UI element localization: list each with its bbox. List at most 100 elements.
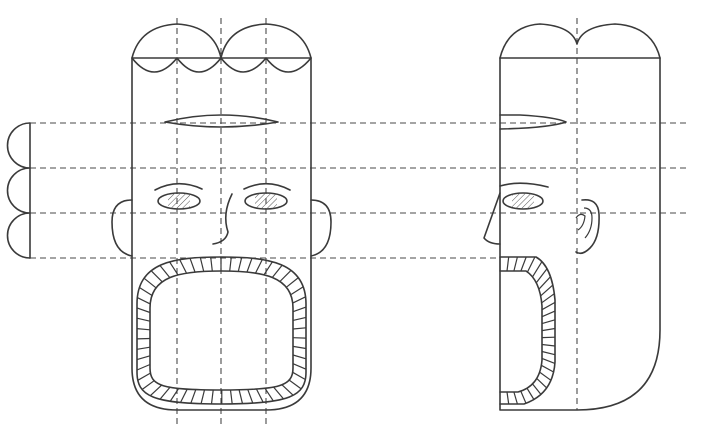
left-profile-bumps	[6, 122, 31, 259]
tooth-line	[526, 256, 536, 273]
tooth-line	[506, 391, 510, 405]
tooth-line	[539, 371, 552, 381]
tooth-line	[279, 269, 292, 282]
front-body-outline	[131, 57, 312, 411]
tooth-line	[292, 363, 307, 370]
tooth-line	[541, 364, 554, 373]
tooth-line	[513, 256, 518, 272]
tooth-line	[136, 307, 151, 314]
tooth-line	[271, 264, 283, 278]
tooth-line	[136, 328, 151, 331]
tooth-line	[540, 284, 554, 297]
tooth-line	[526, 387, 535, 400]
tooth-line	[292, 316, 307, 321]
tooth-line	[520, 256, 527, 272]
tooth-line	[254, 259, 263, 274]
side-top-cap	[499, 23, 661, 59]
tooth-line	[179, 259, 188, 274]
tooth-line	[210, 389, 214, 404]
front-brow	[164, 114, 279, 128]
front-mouth	[136, 256, 307, 405]
tooth-line	[159, 386, 171, 400]
mouth-outer	[136, 256, 307, 405]
tooth-line	[237, 257, 243, 272]
front-view	[111, 23, 332, 411]
right-eyebrow	[243, 182, 291, 191]
tooth-line	[506, 256, 510, 272]
tooth-line	[513, 391, 518, 405]
tooth-line	[210, 257, 213, 272]
tooth-line	[264, 388, 274, 402]
tooth-line	[229, 257, 232, 272]
tooth-line	[292, 371, 306, 381]
side-view	[483, 23, 661, 411]
side-eye	[502, 192, 544, 210]
side-mouth-outer	[499, 256, 556, 405]
tooth-line	[136, 317, 151, 322]
tooth-line	[531, 261, 543, 278]
tooth-line	[263, 261, 273, 276]
tooth-line	[541, 327, 556, 332]
tooth-line	[292, 306, 307, 313]
tooth-line	[137, 372, 151, 381]
side-teeth	[499, 256, 556, 405]
tooth-line	[247, 389, 254, 404]
right-ear	[310, 199, 332, 257]
tooth-line	[290, 286, 304, 296]
tooth-line	[535, 268, 548, 284]
tooth-line	[136, 346, 151, 350]
left-eye	[157, 192, 201, 210]
tooth-line	[532, 383, 542, 395]
right-eye	[244, 192, 288, 210]
tooth-line	[292, 296, 306, 304]
tooth-line	[200, 389, 206, 404]
tooth-line	[136, 363, 151, 371]
tooth-line	[541, 293, 555, 304]
tooth-line	[189, 257, 196, 273]
tooth-line	[199, 257, 205, 272]
side-mouth-inner	[499, 270, 543, 393]
tooth-line	[286, 277, 299, 288]
tooth-line	[288, 379, 302, 390]
tooth-line	[292, 327, 307, 330]
tooth-line	[292, 345, 307, 350]
tooth-line	[538, 276, 551, 290]
tooth-line	[541, 301, 556, 311]
mouth-inner	[149, 270, 294, 391]
tooth-line	[541, 310, 556, 318]
left-eyebrow	[154, 182, 203, 191]
construction-lines	[30, 18, 690, 425]
tooth-line	[136, 355, 151, 361]
left-ear	[111, 199, 133, 257]
tooth-line	[246, 257, 253, 273]
front-teeth	[136, 257, 307, 404]
tooth-line	[536, 377, 548, 389]
side-ear	[575, 198, 600, 255]
tooth-line	[255, 388, 264, 403]
tooth-line	[139, 286, 153, 296]
side-body-outline	[499, 57, 661, 411]
tooth-line	[520, 390, 527, 404]
tooth-line	[229, 389, 233, 404]
tooth-line	[169, 388, 180, 402]
tooth-line	[159, 265, 171, 278]
front-nose	[212, 193, 233, 245]
tooth-line	[292, 354, 307, 360]
side-eyebrow	[499, 182, 549, 188]
tooth-line	[190, 389, 197, 404]
tooth-line	[541, 357, 556, 364]
tooth-line	[150, 270, 163, 283]
tooth-line	[169, 261, 179, 276]
tooth-line	[238, 389, 244, 404]
tooth-line	[141, 380, 155, 390]
tooth-line	[149, 384, 163, 397]
tooth-line	[281, 384, 294, 396]
tooth-line	[143, 277, 157, 289]
tooth-line	[541, 319, 556, 325]
tooth-line	[541, 343, 556, 347]
tooth-line	[541, 350, 556, 356]
side-nose	[483, 192, 501, 245]
tooth-line	[273, 386, 284, 400]
